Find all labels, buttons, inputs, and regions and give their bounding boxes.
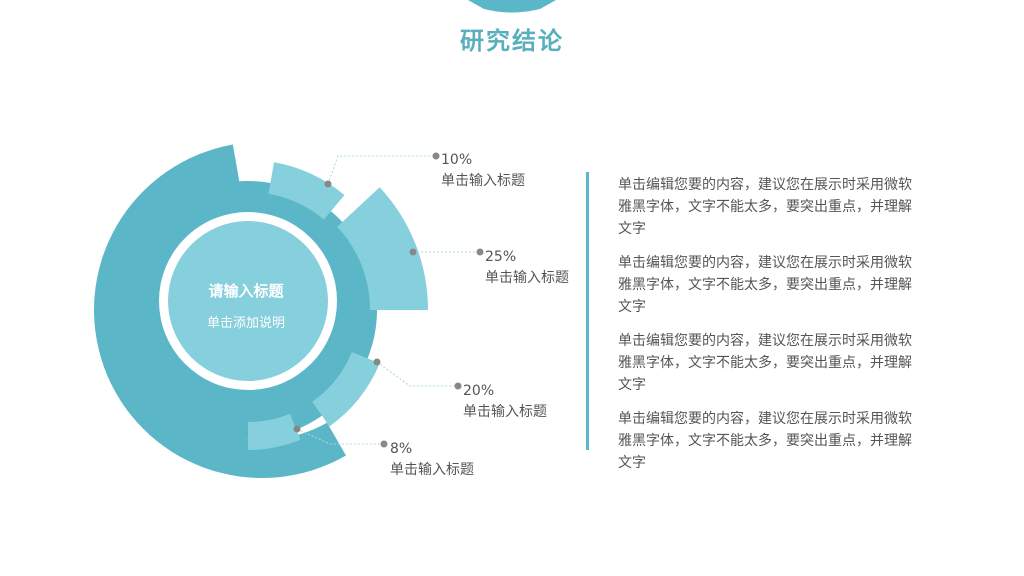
- callout-label: 单击输入标题: [485, 270, 569, 286]
- callout-8[interactable]: 8% 单击输入标题: [390, 439, 474, 481]
- leader-dot-20b: [454, 382, 462, 390]
- segment-25: [337, 187, 428, 310]
- paragraph-3[interactable]: 单击编辑您要的内容，建议您在展示时采用微软雅黑字体，文字不能太多，要突出重点，并…: [618, 333, 912, 393]
- leader-line-8: [296, 428, 384, 445]
- callout-10[interactable]: 10% 单击输入标题: [441, 150, 525, 192]
- vertical-divider: [586, 172, 589, 450]
- leader-dot-8a: [293, 425, 301, 433]
- inner-disc: [168, 221, 328, 381]
- callout-percent: 25%: [485, 249, 517, 265]
- leader-dot-10a: [324, 180, 332, 188]
- center-subtitle[interactable]: 单击添加说明: [206, 316, 285, 331]
- callout-20[interactable]: 20% 单击输入标题: [463, 381, 547, 423]
- segment-8: [248, 413, 301, 450]
- paragraph-4[interactable]: 单击编辑您要的内容，建议您在展示时采用微软雅黑字体，文字不能太多，要突出重点，并…: [618, 411, 912, 471]
- segment-20: [312, 351, 380, 427]
- paragraph-2[interactable]: 单击编辑您要的内容，建议您在展示时采用微软雅黑字体，文字不能太多，要突出重点，并…: [618, 255, 912, 315]
- callout-label: 单击输入标题: [441, 173, 525, 189]
- callout-25[interactable]: 25% 单击输入标题: [485, 247, 569, 289]
- callout-percent: 20%: [463, 383, 495, 399]
- leader-dot-25b: [476, 248, 484, 256]
- center-title[interactable]: 请输入标题: [208, 282, 284, 300]
- leader-dot-25a: [409, 248, 417, 256]
- callout-label: 单击输入标题: [463, 404, 547, 420]
- page-title: 研究结论: [460, 27, 564, 55]
- paragraph-list: 单击编辑您要的内容，建议您在展示时采用微软雅黑字体，文字不能太多，要突出重点，并…: [618, 174, 938, 486]
- leader-line-20: [376, 361, 458, 387]
- callout-percent: 8%: [390, 441, 413, 457]
- callout-label: 单击输入标题: [390, 462, 474, 478]
- top-tab-shape: [468, 0, 556, 13]
- paragraph-1[interactable]: 单击编辑您要的内容，建议您在展示时采用微软雅黑字体，文字不能太多，要突出重点，并…: [618, 177, 912, 237]
- leader-dot-20a: [373, 358, 381, 366]
- leader-dot-8b: [380, 440, 388, 448]
- top-tab-decoration: [468, 0, 556, 13]
- segment-10: [268, 162, 345, 220]
- callout-percent: 10%: [441, 152, 473, 168]
- leader-dot-10b: [432, 152, 440, 160]
- leader-line-10: [327, 155, 436, 185]
